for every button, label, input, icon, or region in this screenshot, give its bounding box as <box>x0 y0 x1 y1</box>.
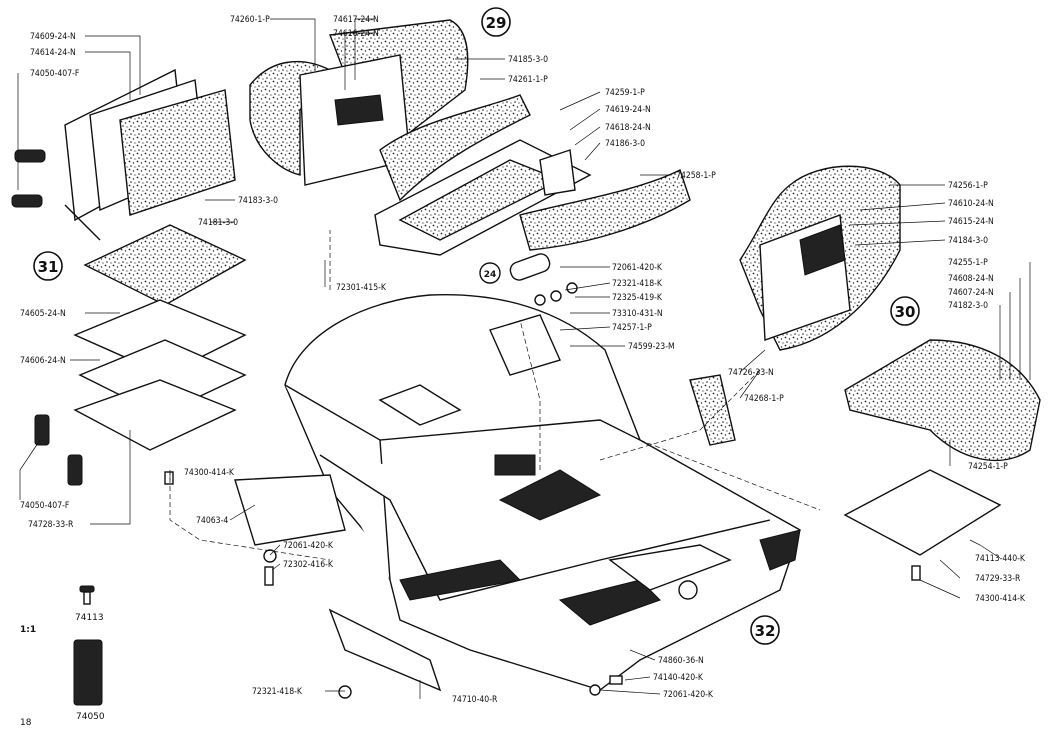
svg-text:30: 30 <box>895 303 916 321</box>
group-29-parts <box>249 19 691 256</box>
label-72321b: 72321-418-K <box>252 687 303 697</box>
group-number-31: 31 <box>33 251 63 281</box>
group-31-parts <box>11 68 247 486</box>
label-74609: 74609-24-N <box>30 32 76 42</box>
svg-text:32: 32 <box>755 622 776 640</box>
small-parts <box>164 253 921 699</box>
label-74605: 74605-24-N <box>20 309 66 319</box>
label-74254: 74254-1-P <box>968 462 1008 472</box>
label-74616: 74616-24-N <box>333 29 379 39</box>
label-74726: 74726-33-N <box>728 368 774 378</box>
svg-text:74113: 74113 <box>75 613 104 623</box>
label-74617: 74617-24-N <box>333 15 379 25</box>
label-74185: 74185-3-0 <box>508 55 548 65</box>
label-74182: 74182-3-0 <box>948 301 988 311</box>
assembly-lines <box>169 230 821 561</box>
label-72302: 72302-416-K <box>283 560 334 570</box>
svg-text:74050: 74050 <box>76 712 105 722</box>
label-74610: 74610-24-N <box>948 199 994 209</box>
part-labels: 74260-1-P 74617-24-N 74616-24-N 74185-3-… <box>20 15 1026 705</box>
label-74260: 74260-1-P <box>230 15 270 25</box>
label-74728: 74728-33-R <box>28 520 74 530</box>
group-number-32: 32 <box>750 615 780 645</box>
page-number: 18 <box>20 718 32 728</box>
label-74255: 74255-1-P <box>948 258 988 268</box>
label-72061b: 72061-420-K <box>283 541 334 551</box>
label-72301: 72301-415-K <box>336 283 387 293</box>
label-74183: 74183-3-0 <box>238 196 278 206</box>
svg-text:29: 29 <box>486 14 507 32</box>
label-74606: 74606-24-N <box>20 356 66 366</box>
legend: 74113 74050 <box>73 585 105 722</box>
group-number-24: 24 <box>479 262 501 284</box>
label-74186: 74186-3-0 <box>605 139 645 149</box>
label-74063: 74063-4 <box>196 516 228 526</box>
label-74050a: 74050-407-F <box>30 69 79 79</box>
label-74860: 74860-36-N <box>658 656 704 666</box>
label-74599: 74599-23-M <box>628 342 675 352</box>
label-74257: 74257-1-P <box>612 323 652 333</box>
group-30-parts <box>689 165 1041 556</box>
svg-text:31: 31 <box>38 258 59 276</box>
label-74258: 74258-1-P <box>676 171 716 181</box>
label-72061c: 72061-420-K <box>663 690 714 700</box>
label-74181: 74181-3-0 <box>198 218 238 228</box>
leader-lines <box>17 18 1031 699</box>
label-74184: 74184-3-0 <box>948 236 988 246</box>
label-72061a: 72061-420-K <box>612 263 663 273</box>
label-74256: 74256-1-P <box>948 181 988 191</box>
group-number-30: 30 <box>890 296 920 326</box>
label-74259: 74259-1-P <box>605 88 645 98</box>
label-74729: 74729-33-R <box>975 574 1021 584</box>
label-73310: 73310-431-N <box>612 309 663 319</box>
label-72321a: 72321-418-K <box>612 279 663 289</box>
label-74607: 74607-24-N <box>948 288 994 298</box>
label-74608: 74608-24-N <box>948 274 994 284</box>
svg-text:24: 24 <box>484 270 497 280</box>
label-74710: 74710-40-R <box>452 695 498 705</box>
label-74618: 74618-24-N <box>605 123 651 133</box>
label-74140: 74140-420-K <box>653 673 704 683</box>
group-number-29: 29 <box>481 7 511 37</box>
label-74614: 74614-24-N <box>30 48 76 58</box>
main-housing <box>284 293 801 691</box>
label-74300a: 74300-414-K <box>184 468 235 478</box>
label-74300b: 74300-414-K <box>975 594 1026 604</box>
label-74619: 74619-24-N <box>605 105 651 115</box>
scale-label: 1:1 <box>20 625 36 635</box>
label-72325: 72325-419-K <box>612 293 663 303</box>
label-74615: 74615-24-N <box>948 217 994 227</box>
label-74113b: 74113-440-K <box>975 554 1026 564</box>
label-74261: 74261-1-P <box>508 75 548 85</box>
label-74268: 74268-1-P <box>744 394 784 404</box>
label-74050b: 74050-407-F <box>20 501 69 511</box>
